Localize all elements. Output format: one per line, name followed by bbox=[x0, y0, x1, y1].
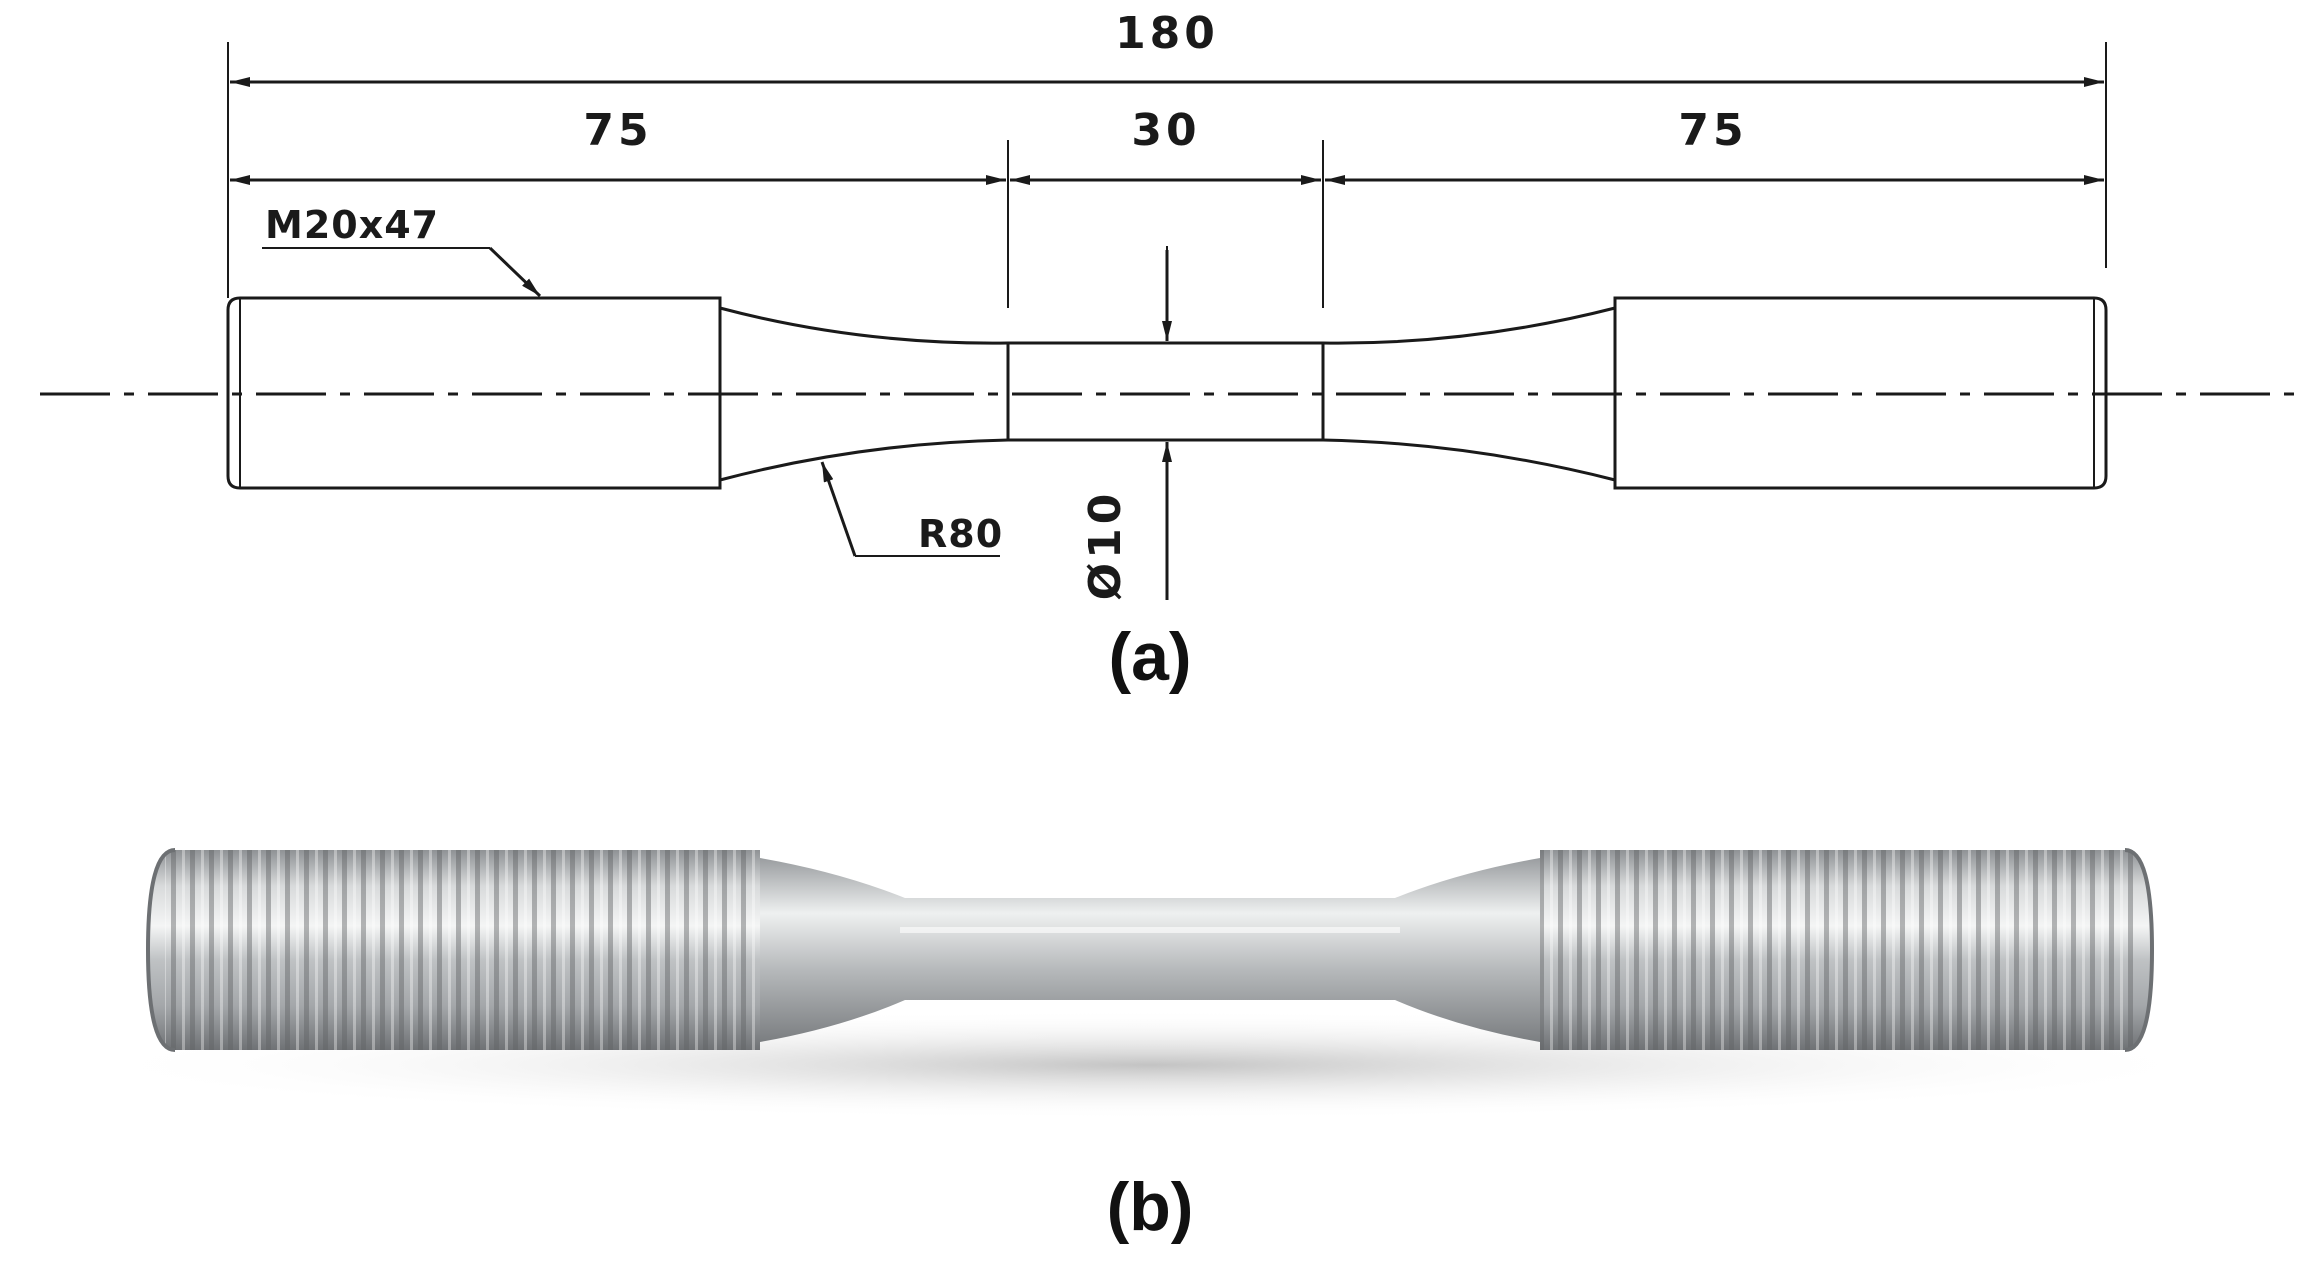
dim-left-grip: 75 bbox=[583, 105, 652, 156]
gauge-neck bbox=[760, 858, 1540, 1042]
panel-b-render: (b) bbox=[70, 848, 2230, 1245]
dimension-lines bbox=[227, 42, 2107, 322]
radius-callout: R80 bbox=[820, 461, 1003, 557]
panel-a-drawing: 180 75 30 75 bbox=[40, 8, 2300, 695]
thread-label: M20x47 bbox=[265, 203, 439, 247]
left-threaded-grip bbox=[145, 848, 760, 1052]
thread-callout: M20x47 bbox=[262, 203, 542, 298]
radius-label: R80 bbox=[918, 512, 1003, 556]
dim-gauge-length: 30 bbox=[1131, 105, 1200, 156]
right-threaded-grip bbox=[1540, 848, 2155, 1052]
dim-right-grip: 75 bbox=[1678, 105, 1747, 156]
dim-gauge-diameter: Ø10 bbox=[1080, 490, 1131, 601]
dim-total-length: 180 bbox=[1115, 8, 1219, 59]
caption-a: (a) bbox=[1108, 619, 1191, 695]
caption-b: (b) bbox=[1107, 1169, 1194, 1245]
